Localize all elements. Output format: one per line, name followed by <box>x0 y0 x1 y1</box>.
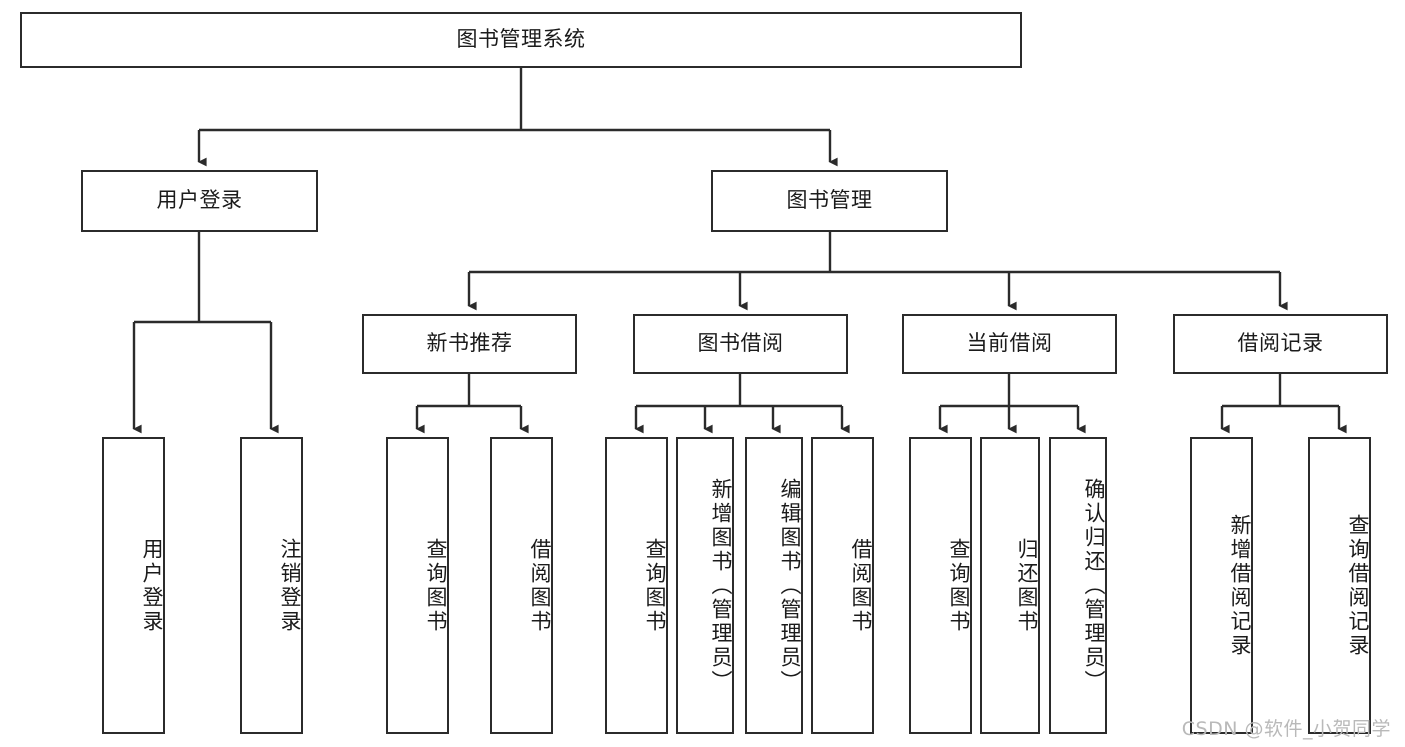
leaf-recommend-borrow-book[interactable]: 借阅图书 <box>490 437 553 734</box>
node-label: 新增图书（管理员） <box>709 477 733 694</box>
leaf-current-query-book[interactable]: 查询图书 <box>909 437 972 734</box>
node-label: 借阅图书 <box>849 537 873 634</box>
leaf-recommend-query-book[interactable]: 查询图书 <box>386 437 449 734</box>
node-label: 当前借阅 <box>966 331 1053 356</box>
node-label: 用户登录 <box>140 537 164 634</box>
node-label: 图书借阅 <box>697 331 784 356</box>
node-borrow-record[interactable]: 借阅记录 <box>1173 314 1388 374</box>
node-label: 查询图书 <box>947 537 971 634</box>
leaf-user-login-signout[interactable]: 注销登录 <box>240 437 303 734</box>
leaf-current-return-book[interactable]: 归还图书 <box>980 437 1040 734</box>
node-book-management[interactable]: 图书管理 <box>711 170 948 232</box>
node-new-book-recommend[interactable]: 新书推荐 <box>362 314 577 374</box>
node-label: 图书管理 <box>786 188 873 213</box>
leaf-record-add-borrow-record[interactable]: 新增借阅记录 <box>1190 437 1253 734</box>
node-label: 注销登录 <box>278 537 302 634</box>
node-label: 新书推荐 <box>426 331 513 356</box>
leaf-borrow-query-book[interactable]: 查询图书 <box>605 437 668 734</box>
node-book-borrow[interactable]: 图书借阅 <box>633 314 848 374</box>
node-label: 图书管理系统 <box>456 27 586 52</box>
leaf-record-query-borrow-record[interactable]: 查询借阅记录 <box>1308 437 1371 734</box>
leaf-current-confirm-return-admin[interactable]: 确认归还（管理员） <box>1049 437 1107 734</box>
node-current-borrow[interactable]: 当前借阅 <box>902 314 1117 374</box>
node-root-book-management-system[interactable]: 图书管理系统 <box>20 12 1022 68</box>
node-label: 查询借阅记录 <box>1346 513 1370 658</box>
node-label: 借阅记录 <box>1237 331 1324 356</box>
node-label: 查询图书 <box>643 537 667 634</box>
leaf-borrow-borrow-book[interactable]: 借阅图书 <box>811 437 874 734</box>
node-user-login[interactable]: 用户登录 <box>81 170 318 232</box>
leaf-borrow-add-book-admin[interactable]: 新增图书（管理员） <box>676 437 734 734</box>
node-label: 编辑图书（管理员） <box>778 477 802 694</box>
leaf-user-login-signin[interactable]: 用户登录 <box>102 437 165 734</box>
node-label: 确认归还（管理员） <box>1082 477 1106 694</box>
node-label: 归还图书 <box>1015 537 1039 634</box>
node-label: 用户登录 <box>156 188 243 213</box>
leaf-borrow-edit-book-admin[interactable]: 编辑图书（管理员） <box>745 437 803 734</box>
node-label: 新增借阅记录 <box>1228 513 1252 658</box>
node-label: 借阅图书 <box>528 537 552 634</box>
node-label: 查询图书 <box>424 537 448 634</box>
watermark-text: CSDN @软件_小贺同学 <box>1181 718 1391 740</box>
